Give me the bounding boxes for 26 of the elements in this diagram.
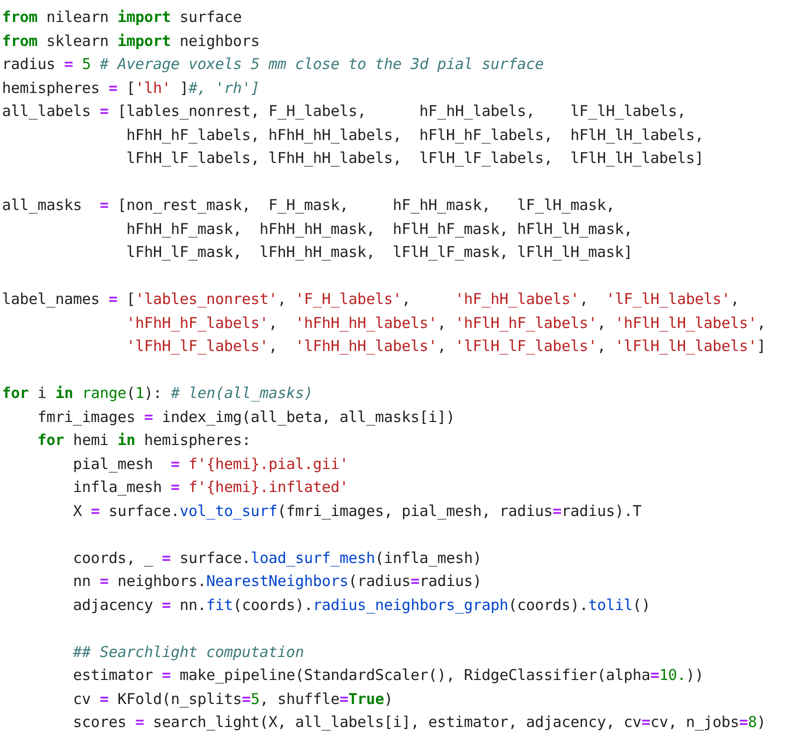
code-line: fmri_images = index_img(all_beta, all_masks[i]) (36, 406, 456, 428)
code-line: 'hFhH_hF_labels', 'hFhH_hH_labels', 'hFlH_hF_labels', 'hFlH_lH_labels', (125, 312, 766, 334)
code-line: pial_mesh = f'{hemi}.pial.gii' (72, 454, 350, 474)
code-line: 'lFhH_lF_labels', 'lFhH_hH_labels', 'lFlH_lF_labels', 'lFlH_lH_labels'] (125, 336, 766, 357)
code-line: hFhH_hF_labels, hFhH_hH_labels, hFlH_hF_labels, hFlH_lH_labels, (125, 124, 705, 146)
code-line: nn = neighbors.NearestNeighbors(radius=radius) (72, 571, 483, 592)
code-line: from nilearn import surface (2, 7, 243, 28)
code-line: lFhH_lF_labels, lFhH_hH_labels, lFlH_lF_labels, lFlH_lH_labels] (125, 148, 705, 169)
code-line: infla_mesh = f'{hemi}.inflated' (72, 477, 350, 498)
code-line: from sklearn import neighbors (2, 30, 261, 52)
code-line: hemispheres = ['lh' ]#, 'rh'] (2, 78, 261, 98)
code-line: X = surface.vol_to_surf(fmri_images, pial_mesh, radius=radius).T (72, 500, 642, 522)
code-line: all_labels = [lables_nonrest, F_H_labels, hF_hH_labels, lF_lH_labels, (2, 101, 687, 122)
code-line: coords, _ = surface.load_surf_mesh(infla_mesh) (72, 548, 483, 568)
code-line: lFhH_lF_mask, lFhH_hH_mask, lFlH_lF_mask, lFlH_lH_mask] (125, 242, 634, 263)
code-line: all_masks = [non_rest_mask, F_H_mask, hF_hH_mask, lF_lH_mask, (2, 195, 616, 216)
code-line: estimator = make_pipeline(StandardScaler(), RidgeClassifier(alpha=10.)) (72, 665, 705, 686)
code-line: adjacency = nn.fit(coords).radius_neighbors_graph(coords).tolil() (72, 594, 652, 616)
code-line: for i in range(1): # len(all_masks) (2, 383, 314, 404)
code-line: scores = search_light(X, all_labels[i], estimator, adjacency, cv=cv, n_jobs=8) (72, 712, 766, 733)
code-line: cv = KFold(n_splits=5, shuffle=True) (72, 688, 394, 710)
code-line: label_names = ['lables_nonrest', 'F_H_labels', 'hF_hH_labels', 'lF_lH_labels', (2, 289, 740, 310)
code-line: hFhH_hF_mask, hFhH_hH_mask, hFlH_hF_mask, hFlH_lH_mask, (125, 218, 634, 240)
code-line: for hemi in hemispheres: (36, 430, 252, 451)
code-line: ## Searchlight computation (72, 642, 305, 662)
code-line: radius = 5 # Average voxels 5 mm close to the 3d pial surface (2, 54, 545, 75)
